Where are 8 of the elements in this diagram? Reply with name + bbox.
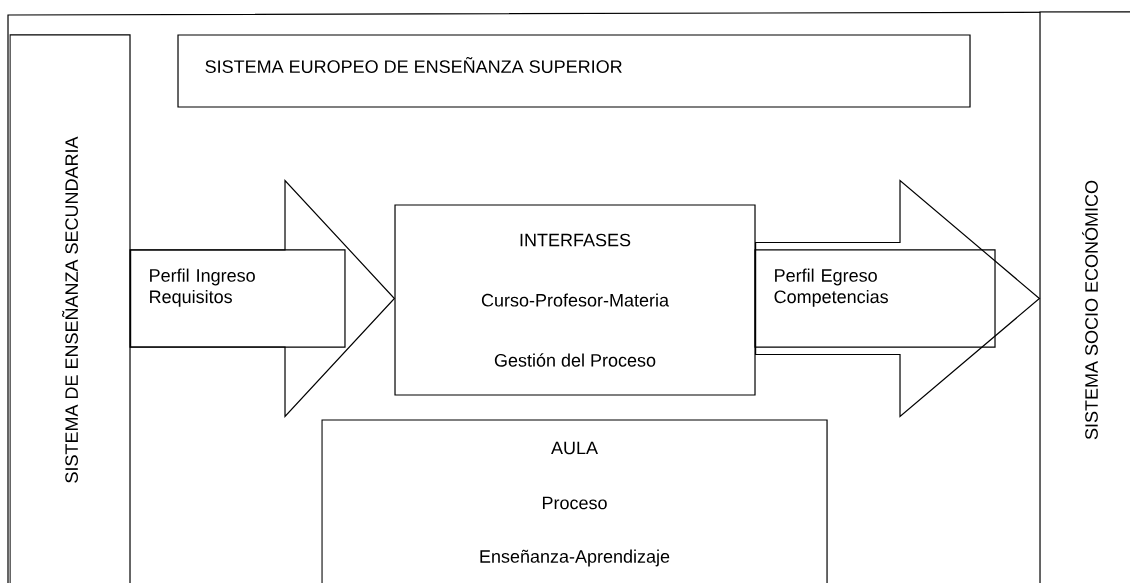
text-box: Perfil Ingreso Requisitos (129, 249, 346, 348)
text-box: Perfil Egreso Competencias (754, 249, 996, 348)
process-box: AULA Proceso Enseñanza-Aprendizaje (321, 419, 828, 583)
block-arrow (755, 179, 1041, 418)
system-box: SISTEMA EUROPEO DE ENSEÑANZA SUPERIOR (177, 34, 971, 108)
system-box: SISTEMA DE ENSEÑANZA SECUNDARIA (9, 34, 131, 583)
block-arrow (130, 179, 396, 419)
system-box: SISTEMA SOCIO ECONÓMICO (1039, 11, 1130, 583)
